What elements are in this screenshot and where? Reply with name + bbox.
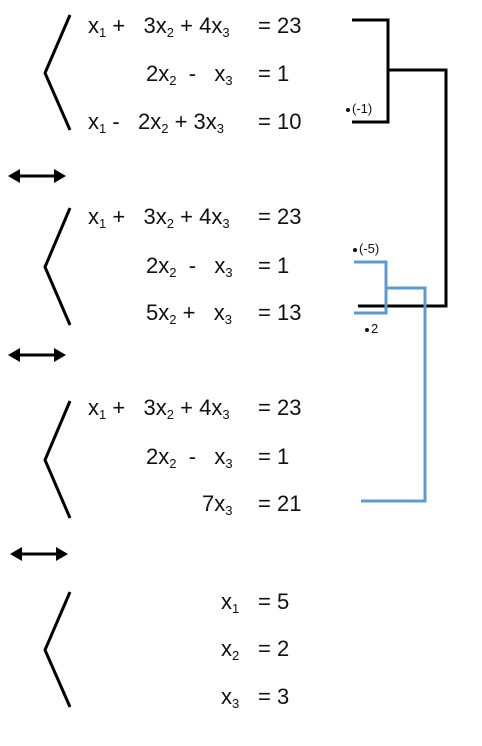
system1-row3-lhs: x1 - 2x2 + 3x3 — [88, 109, 224, 135]
bullet-dot-icon — [346, 107, 350, 112]
system4-row3-lhs: x3 — [221, 684, 239, 710]
term-text: + 3x — [106, 13, 167, 38]
system1-left-brace — [43, 14, 72, 131]
term-text: x — [221, 636, 232, 661]
system3-row1-rhs: = 23 — [258, 395, 302, 420]
system4-row2-rhs: = 2 — [258, 636, 290, 661]
term-text: + 4x — [174, 395, 223, 420]
term-subscript: 3 — [225, 503, 233, 518]
system4-row2-lhs: x2 — [221, 636, 239, 662]
system4-row1-lhs: x1 — [221, 589, 239, 615]
term-subscript: 3 — [222, 216, 230, 231]
multiplier-note-1: (-1) — [346, 102, 372, 116]
term-subscript: 1 — [99, 121, 107, 136]
term-text: - x — [176, 253, 226, 278]
equivalence-arrow-3 — [10, 547, 68, 561]
term-subscript: 2 — [169, 73, 177, 88]
term-subscript: 3 — [222, 25, 230, 40]
term-subscript: 2 — [169, 312, 177, 327]
multiplier-value-3: 2 — [371, 321, 379, 336]
term-subscript: 2 — [161, 121, 169, 136]
term-subscript: 2 — [166, 216, 175, 231]
system2-row3-rhs: = 13 — [258, 300, 302, 325]
term-subscript: 3 — [225, 456, 233, 471]
term-text: 2x — [146, 61, 170, 86]
term-subscript: 1 — [99, 25, 107, 40]
system3-row3-rhs: = 21 — [258, 491, 302, 516]
term-subscript: 3 — [225, 265, 233, 280]
system3-row2-rhs: = 1 — [258, 444, 290, 469]
term-text: + x — [176, 300, 225, 325]
system2-left-brace — [43, 207, 72, 326]
term-subscript: 1 — [232, 601, 240, 616]
system3-row2-lhs: 2x2 - x3 — [146, 444, 233, 470]
term-text: x — [221, 684, 232, 709]
system3-left-brace — [43, 400, 72, 519]
term-text: - 2x — [106, 109, 162, 134]
term-subscript: 3 — [216, 121, 225, 136]
system1-row1-lhs: x1 + 3x2 + 4x3 — [88, 13, 230, 39]
system3-row3-lhs: 7x3 — [202, 491, 232, 517]
term-subscript: 2 — [169, 265, 177, 280]
system2-row1-rhs: = 23 — [258, 204, 302, 229]
term-text: + 3x — [168, 109, 217, 134]
system4-row1-rhs: = 5 — [258, 589, 290, 614]
term-subscript: 3 — [222, 407, 230, 422]
term-text: - x — [176, 61, 226, 86]
multiplier-note-2: (-5) — [353, 242, 379, 256]
bullet-dot-icon — [365, 327, 369, 332]
term-text: 2x — [146, 444, 170, 469]
blue-result-connector — [361, 286, 427, 503]
term-text: + 4x — [174, 13, 223, 38]
equivalence-arrow-2 — [8, 348, 66, 362]
term-text: + 4x — [174, 204, 223, 229]
term-subscript: 2 — [169, 456, 177, 471]
term-text: x — [88, 204, 99, 229]
bullet-dot-icon — [353, 247, 357, 252]
system1-row2-lhs: 2x2 - x3 — [146, 61, 233, 87]
system4-row3-rhs: = 3 — [258, 684, 290, 709]
term-text: x — [88, 395, 99, 420]
system1-row2-rhs: = 1 — [258, 61, 290, 86]
term-subscript: 3 — [225, 73, 233, 88]
black-result-connector — [358, 68, 448, 308]
system1-row3-rhs: = 10 — [258, 109, 302, 134]
term-text: x — [221, 589, 232, 614]
term-subscript: 1 — [99, 407, 107, 422]
term-text: x — [88, 109, 99, 134]
term-subscript: 1 — [99, 216, 107, 231]
term-text: - x — [176, 444, 226, 469]
term-text: + 3x — [106, 395, 167, 420]
multiplier-note-3: 2 — [365, 322, 378, 336]
term-subscript: 3 — [224, 312, 233, 327]
system4-left-brace — [43, 591, 72, 708]
term-subscript: 3 — [232, 696, 240, 711]
system3-row1-lhs: x1 + 3x2 + 4x3 — [88, 395, 230, 421]
system2-row2-lhs: 2x2 - x3 — [146, 253, 233, 279]
system2-row2-rhs: = 1 — [258, 253, 290, 278]
equivalence-arrow-1 — [8, 169, 66, 183]
multiplier-value-2: (-5) — [359, 241, 380, 256]
term-text: x — [88, 13, 99, 38]
term-subscript: 2 — [166, 407, 175, 422]
term-subscript: 2 — [232, 648, 240, 663]
system2-row3-lhs: 5x2 + x3 — [146, 300, 232, 326]
term-text: + 3x — [106, 204, 167, 229]
term-text: 7x — [202, 491, 226, 516]
term-subscript: 2 — [166, 25, 175, 40]
term-text: 5x — [146, 300, 170, 325]
term-text: 2x — [146, 253, 170, 278]
system1-row1-rhs: = 23 — [258, 13, 302, 38]
system2-row1-lhs: x1 + 3x2 + 4x3 — [88, 204, 230, 230]
multiplier-value-1: (-1) — [352, 101, 373, 116]
